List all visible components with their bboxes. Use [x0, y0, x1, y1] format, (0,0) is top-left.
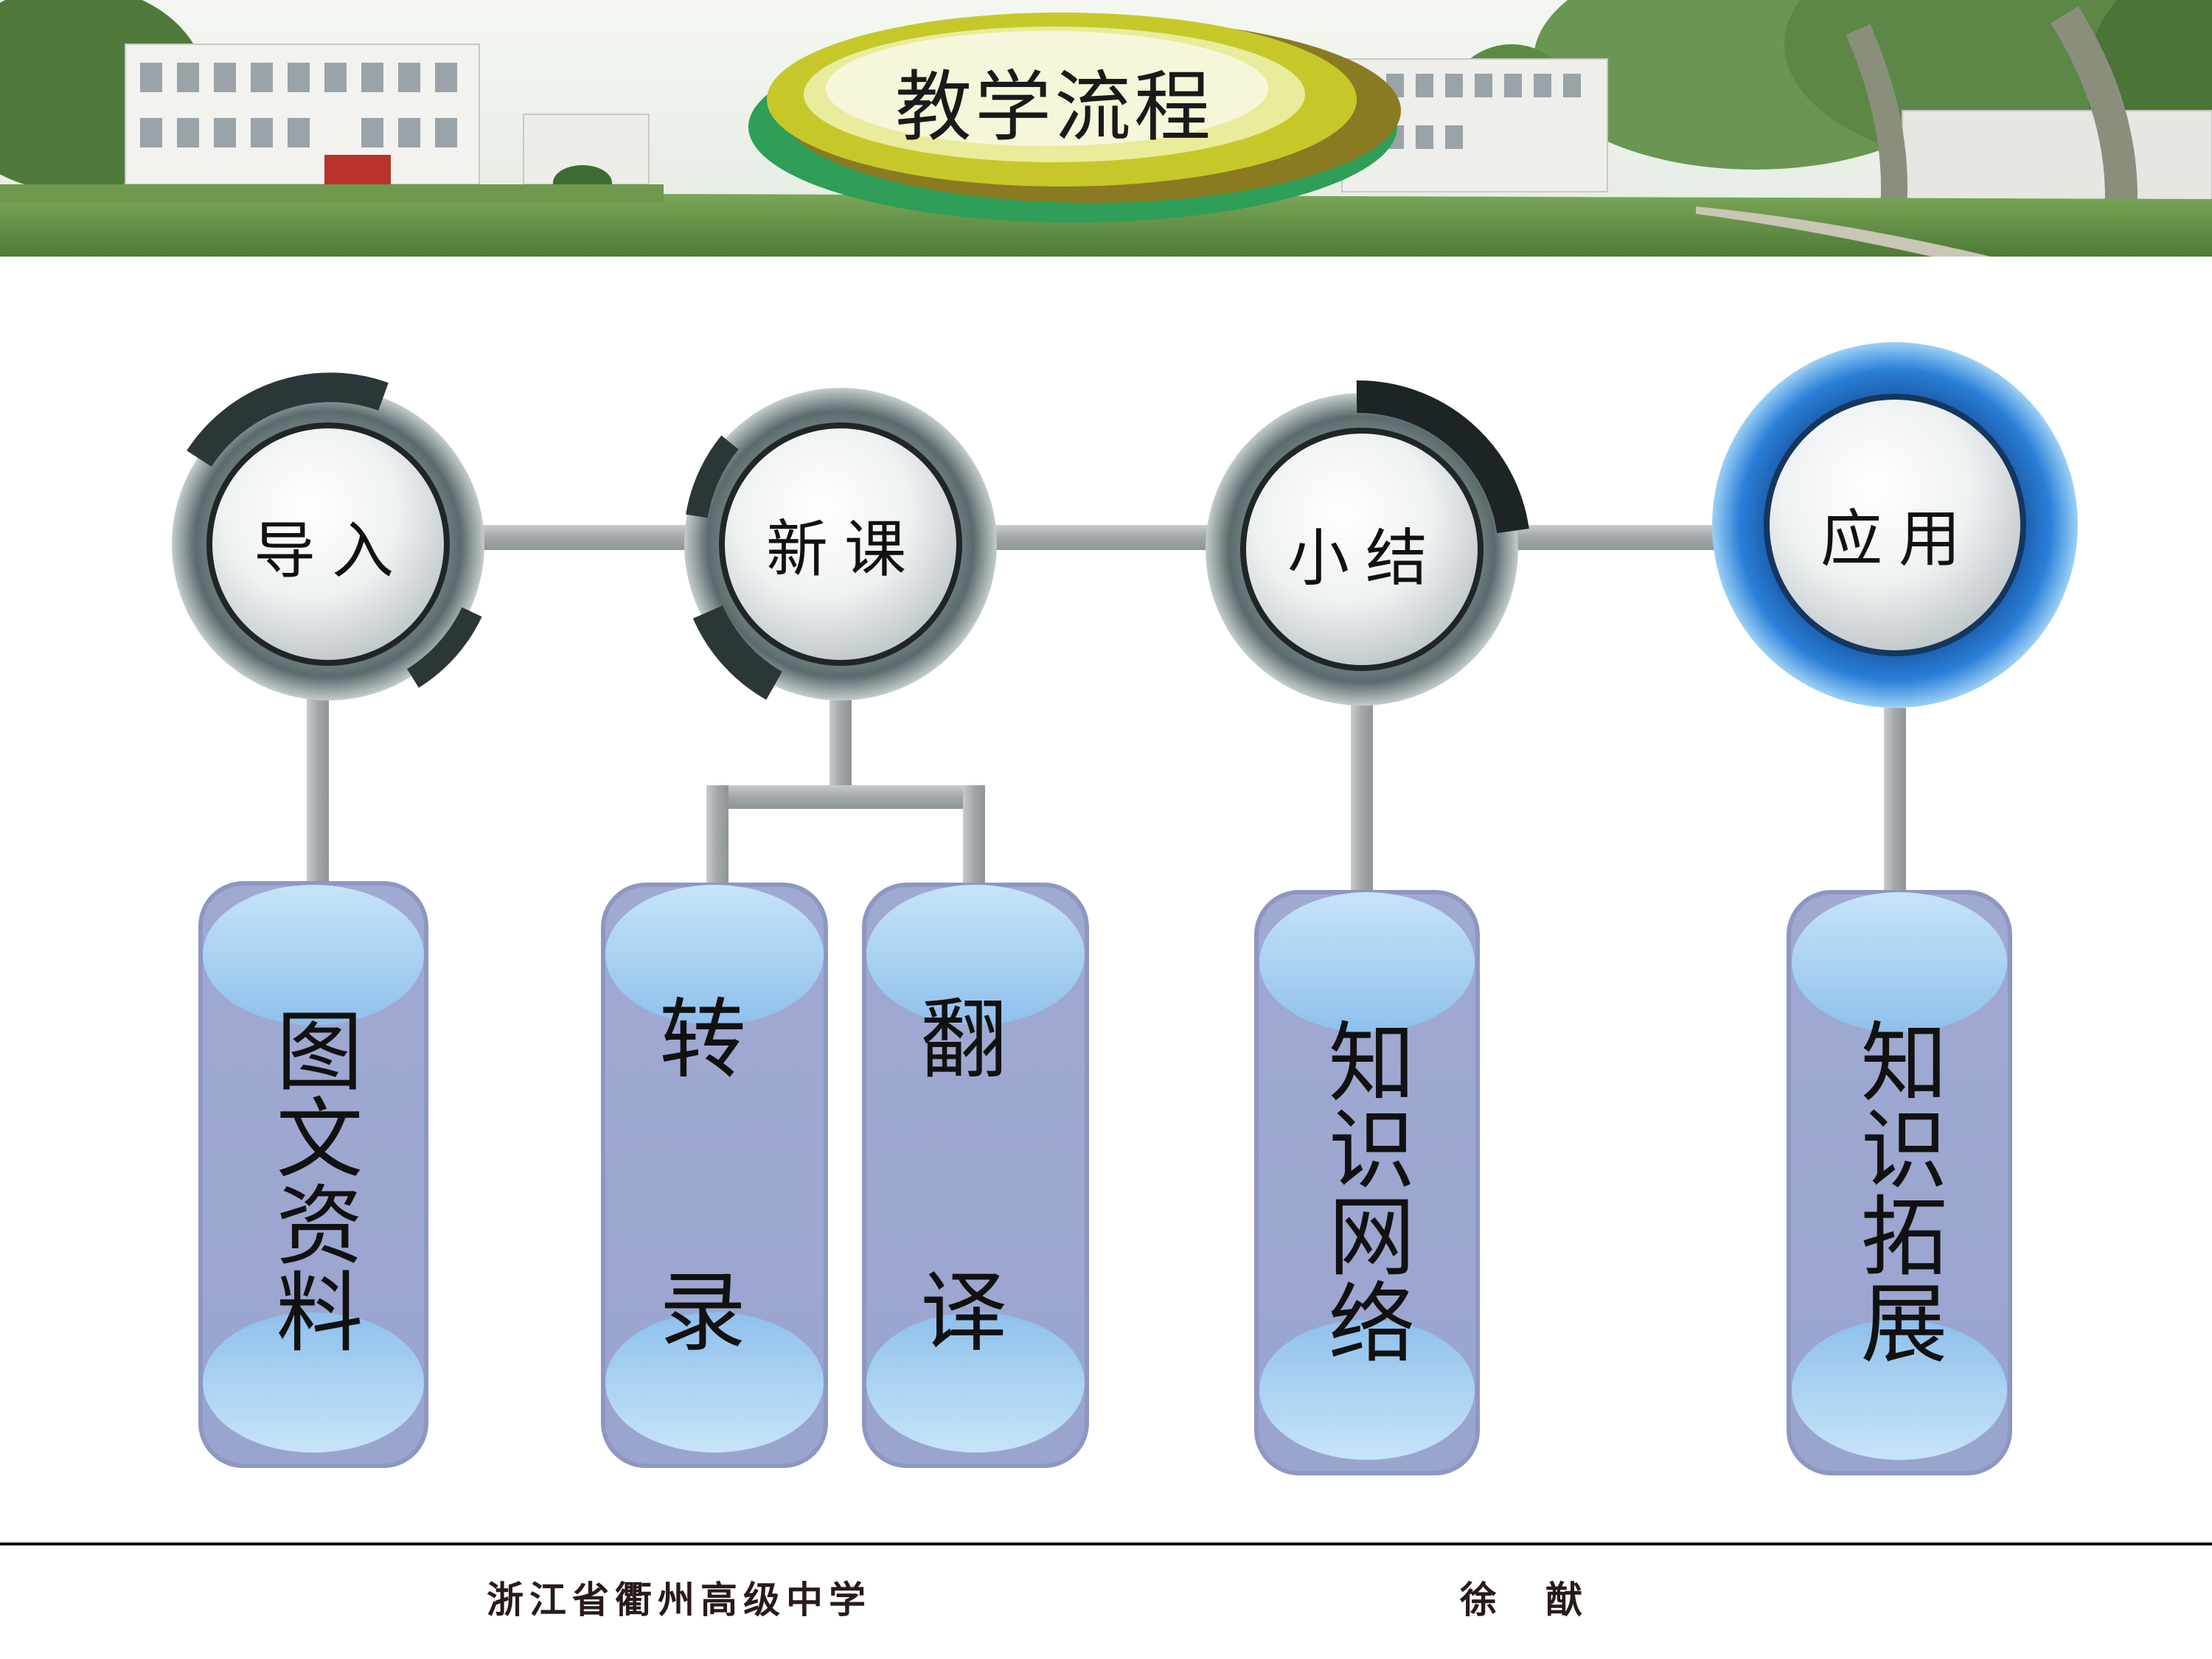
footer-author: 徐 猷: [1460, 1578, 1588, 1621]
node-summary: [1206, 380, 1529, 706]
box-label-summary: 知识网络: [1313, 1017, 1415, 1365]
node-intro: [172, 372, 484, 700]
box-label-translate-top: 翻: [919, 989, 1007, 1091]
box-apply: [1787, 890, 2012, 1475]
node-label-intro: 导入: [253, 514, 410, 587]
connector-summary: [1351, 700, 1373, 900]
box-intro: [198, 881, 428, 1468]
box-transcribe: [601, 883, 828, 1468]
node-label-summary: 小结: [1287, 521, 1444, 594]
node-label-apply: 应用: [1820, 502, 1977, 575]
connector-newlesson-right: [963, 785, 985, 892]
box-label-translate-bottom: 译: [919, 1262, 1007, 1363]
connector-newlesson-branch: [706, 785, 985, 809]
footer-divider: [0, 1543, 2212, 1545]
box-label-transcribe-top: 转: [658, 989, 746, 1091]
box-label-intro: 图文资料: [261, 1006, 363, 1354]
connector-intro: [307, 686, 329, 892]
connector-apply: [1884, 708, 1906, 900]
node-label-new-lesson: 新课: [765, 512, 922, 585]
footer-school: 浙江省衢州高级中学: [487, 1578, 872, 1621]
node-apply: [1712, 342, 2078, 708]
box-summary: [1254, 890, 1480, 1475]
node-new-lesson: [684, 388, 997, 700]
box-translate: [862, 883, 1089, 1468]
connector-newlesson-left: [706, 785, 728, 892]
campus-scene-image: [0, 0, 2212, 257]
page-title: 教学流程: [894, 61, 1214, 152]
header-banner: 教学流程: [0, 0, 2212, 257]
box-label-apply: 知识拓展: [1846, 1017, 1947, 1365]
horizontal-connector: [317, 525, 1821, 550]
box-label-transcribe-bottom: 录: [658, 1262, 746, 1363]
